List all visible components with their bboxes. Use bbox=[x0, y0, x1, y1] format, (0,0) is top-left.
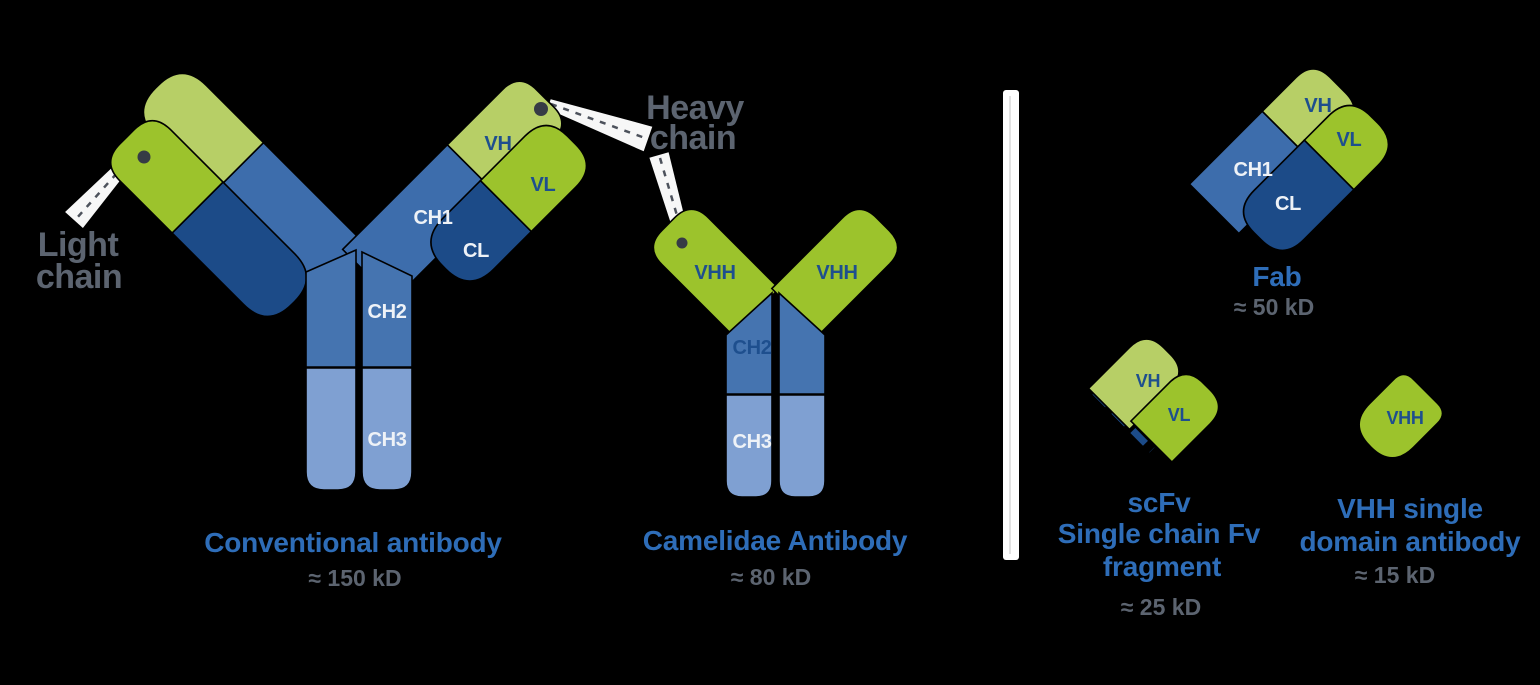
conventional-left-light-chain-capsule bbox=[109, 119, 308, 318]
fab-light-capsule-top-segment bbox=[1303, 104, 1390, 191]
camelid-mass: ≈ 80 kD bbox=[731, 564, 811, 590]
camelid-right-vhh-capsule-body bbox=[770, 208, 899, 337]
conventional-ch2-left-bar bbox=[305, 248, 357, 368]
scfv-vh-label: VH bbox=[1136, 371, 1160, 391]
vhh-sdab-capsule-body bbox=[1358, 373, 1444, 459]
fab-vh-label: VH bbox=[1304, 95, 1331, 117]
scfv-vl-label: VL bbox=[1168, 405, 1191, 425]
heavy-chain-annotation-line2: chain bbox=[650, 119, 736, 157]
conventional-vh-label: VH bbox=[484, 133, 511, 155]
conventional-vl-label: VL bbox=[531, 174, 556, 196]
vhh-sdab-label: VHH bbox=[1386, 408, 1423, 428]
light-chain-annotation-line2: chain bbox=[36, 258, 122, 296]
conventional-ch3-left-bar bbox=[305, 367, 357, 491]
scfv-title-line1: scFv bbox=[1127, 487, 1191, 518]
camelid-title: Camelidae Antibody bbox=[643, 525, 908, 556]
heavy-chain-pointer-right-arm bbox=[547, 99, 653, 152]
heavy-chain-pointer-camelid bbox=[649, 152, 688, 234]
conventional-right-light-chain-capsule-bottom-segment bbox=[430, 179, 533, 282]
scfv-vl-capsule bbox=[1129, 373, 1220, 464]
vhh-sdab-capsule bbox=[1358, 373, 1444, 459]
camelid-right-vhh-capsule bbox=[770, 208, 899, 337]
heavy-chain-pointer-dashes bbox=[550, 102, 646, 140]
conventional-cl-label: CL bbox=[463, 240, 489, 262]
scfv-title-line2: Single chain Fv bbox=[1058, 518, 1261, 549]
heavy-chain-camelid-beam bbox=[649, 152, 688, 234]
conventional-right-light-chain-capsule bbox=[430, 124, 588, 282]
fab-light-capsule bbox=[1242, 104, 1390, 252]
fab-heavy-capsule-bottom-segment bbox=[1188, 110, 1313, 235]
fab-title: Fab bbox=[1252, 261, 1301, 292]
fab-ch1-label: CH1 bbox=[1233, 159, 1272, 181]
light-chain-dot bbox=[137, 150, 151, 164]
vhh-sdab-title-line1: VHH single bbox=[1337, 493, 1483, 524]
scfv-mass: ≈ 25 kD bbox=[1121, 594, 1201, 620]
conventional-ch3-right-bar bbox=[361, 367, 413, 491]
conventional-title: Conventional antibody bbox=[204, 527, 502, 558]
conventional-right-light-chain-capsule-top-segment bbox=[479, 124, 588, 233]
scfv-vh-capsule bbox=[1087, 338, 1180, 431]
camelid-ch2-label: CH2 bbox=[732, 337, 771, 359]
conventional-left-light-chain-capsule-bottom-segment bbox=[171, 181, 308, 318]
conventional-mass: ≈ 150 kD bbox=[308, 565, 401, 591]
heavy-chain-annotation-line1: Heavy bbox=[646, 89, 744, 127]
scfv-vl-capsule-body bbox=[1129, 373, 1220, 464]
camelid-ch2-left-bar bbox=[725, 291, 773, 395]
heavy-chain-dot bbox=[534, 102, 548, 116]
camelid-vhh-right-label: VHH bbox=[816, 262, 857, 284]
fab-mass: ≈ 50 kD bbox=[1234, 294, 1314, 320]
conventional-ch3-label: CH3 bbox=[367, 429, 406, 451]
camelid-ch3-left-bar bbox=[725, 394, 773, 498]
section-divider bbox=[1003, 90, 1019, 560]
camelid-vhh-left-label: VHH bbox=[694, 262, 735, 284]
heavy-chain-pointer-beam bbox=[547, 99, 653, 152]
camelid-ch3-right-bar bbox=[778, 394, 826, 498]
fab-cl-label: CL bbox=[1275, 193, 1301, 215]
scfv-title-line3: fragment bbox=[1103, 551, 1221, 582]
conventional-ch2-right-bar bbox=[361, 250, 413, 368]
camelid-ch3-label: CH3 bbox=[732, 431, 771, 453]
light-chain-annotation-line1: Light bbox=[38, 226, 119, 264]
conventional-ch1-label: CH1 bbox=[413, 207, 452, 229]
vhh-sdab-title-line2: domain antibody bbox=[1299, 526, 1521, 557]
conventional-ch2-label: CH2 bbox=[367, 301, 406, 323]
conventional-left-light-chain-capsule-top-segment bbox=[109, 119, 225, 235]
vhh-sdab-mass: ≈ 15 kD bbox=[1355, 562, 1435, 588]
camelid-heavy-chain-dot bbox=[676, 237, 688, 249]
scfv-vh-capsule-body bbox=[1087, 338, 1180, 431]
camelid-ch2-right-bar bbox=[778, 291, 826, 395]
fab-light-capsule-bottom-segment bbox=[1242, 139, 1355, 252]
fab-vl-label: VL bbox=[1337, 129, 1362, 151]
